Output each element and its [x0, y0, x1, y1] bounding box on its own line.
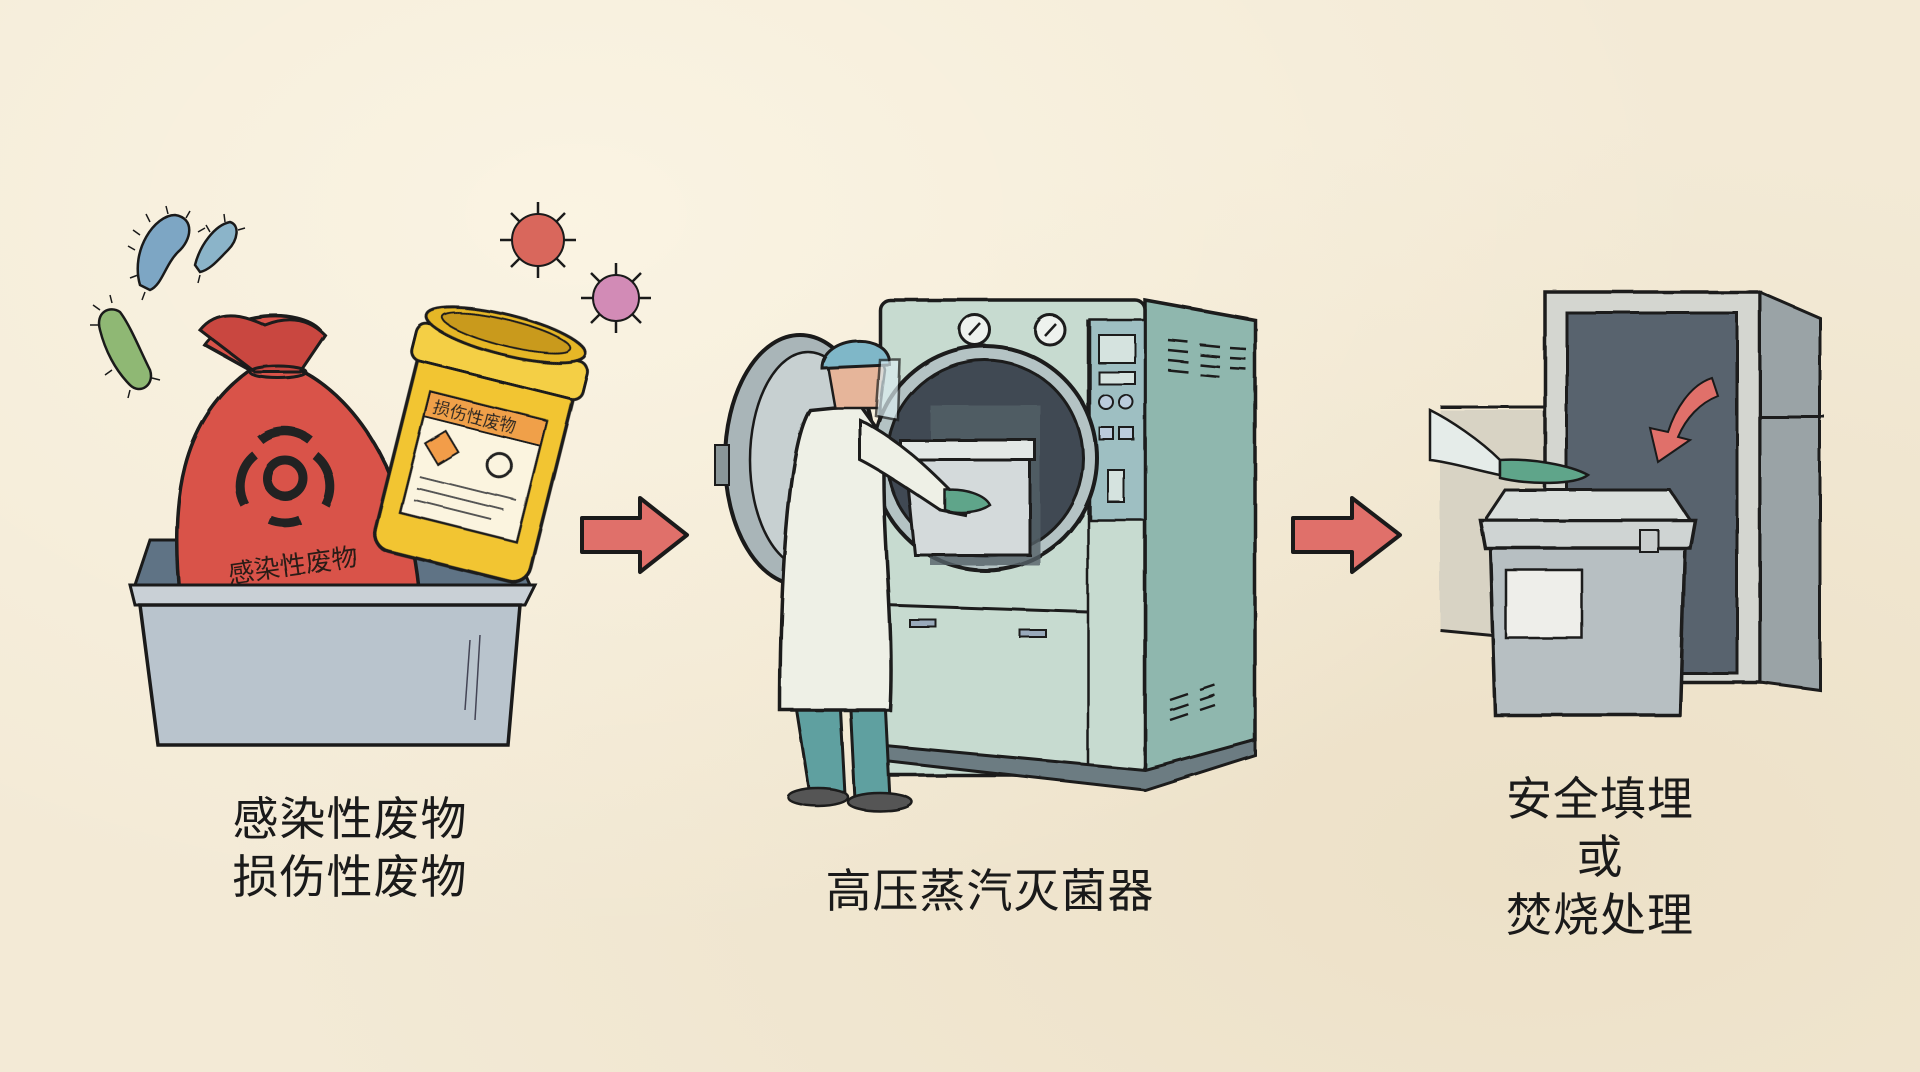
stage-1-illustration: 感染性废物 损伤性废物	[90, 202, 651, 747]
stage-2-illustration	[714, 297, 1257, 813]
right-arrow-icon	[1291, 496, 1402, 574]
biohazard-bag-icon: 感染性废物	[175, 313, 422, 602]
stage-1-caption: 感染性废物 损伤性废物	[200, 790, 500, 906]
virus-icon	[500, 202, 651, 333]
right-arrow-icon	[580, 496, 689, 574]
tray-front	[128, 583, 538, 747]
stage-2-caption: 高压蒸汽灭菌器	[780, 862, 1200, 920]
biohazard-symbol-icon	[235, 426, 335, 528]
caption-line: 或	[1576, 830, 1624, 884]
sharps-container-icon: 损伤性废物	[372, 305, 589, 584]
caption-line: 安全填埋	[1506, 772, 1694, 826]
bacteria-icon	[90, 205, 246, 399]
gloved-hand-icon	[1428, 407, 1591, 485]
autoclave-icon	[871, 297, 1257, 792]
down-arrow-icon	[1648, 376, 1720, 464]
caption-line: 焚烧处理	[1506, 888, 1694, 942]
caption-line: 损伤性废物	[232, 850, 468, 904]
worker-icon	[778, 339, 992, 813]
stage-3-illustration	[1428, 289, 1825, 717]
caption-line: 感染性废物	[232, 792, 468, 846]
stage-3-caption: 安全填埋 或 焚烧处理	[1480, 770, 1720, 944]
caption-line: 高压蒸汽灭菌器	[825, 864, 1155, 918]
waste-bin-icon	[1477, 488, 1698, 717]
vent-icon	[1167, 338, 1247, 722]
